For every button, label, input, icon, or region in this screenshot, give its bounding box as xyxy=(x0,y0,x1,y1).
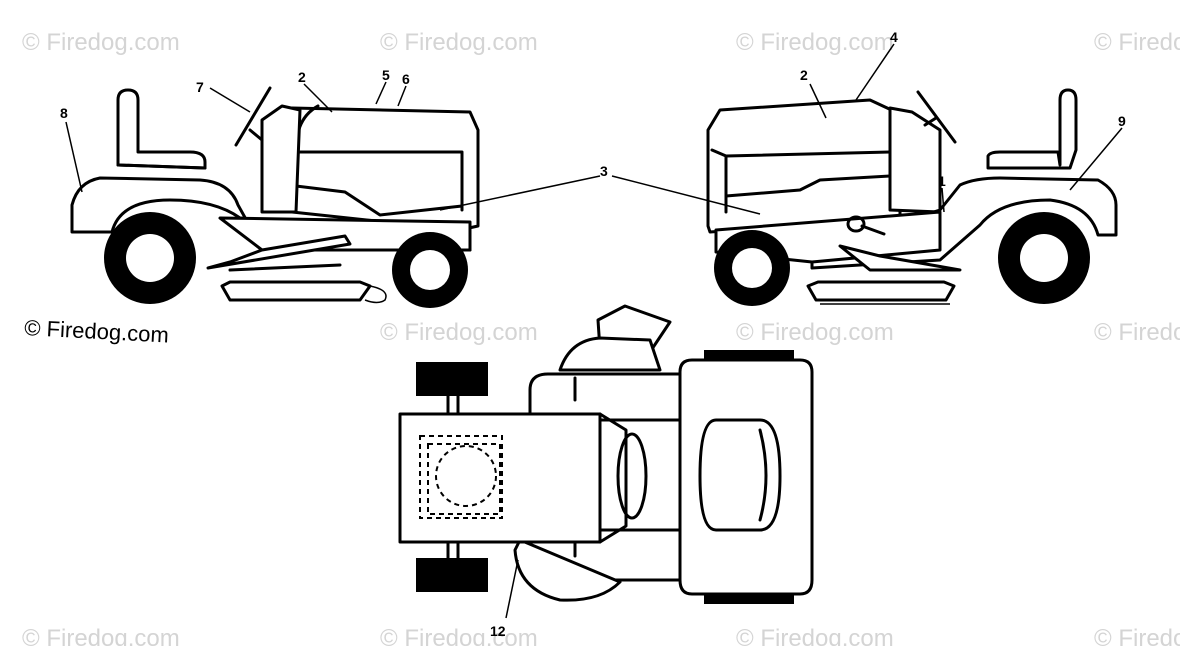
mower-deck xyxy=(220,280,372,302)
callout-8: 8 xyxy=(60,105,68,121)
watermark: © Firedog.com xyxy=(736,29,894,56)
copyright-label: © Firedog.com xyxy=(24,315,170,348)
watermark: © Firedog.com xyxy=(380,29,538,56)
leader-lines xyxy=(65,43,1123,619)
front-tire-bottom xyxy=(416,558,488,592)
tractor-top-view xyxy=(398,304,814,604)
dash xyxy=(260,104,302,214)
callout-6: 6 xyxy=(402,71,410,87)
seat xyxy=(986,88,1078,170)
watermark: © Firedog.com xyxy=(22,625,180,646)
callout-12: 12 xyxy=(490,623,506,639)
footrest xyxy=(206,234,352,270)
watermark: © Firedog.com xyxy=(1094,319,1180,346)
callouts: 8 7 2 5 6 3 2 4 1 9 12 xyxy=(60,29,1126,639)
front-tire-top xyxy=(416,362,488,396)
hood xyxy=(706,98,902,234)
watermark: © Firedog.com xyxy=(22,29,180,56)
watermark: © Firedog.com xyxy=(380,625,538,646)
watermark: © Firedog.com xyxy=(736,319,894,346)
steering-wheel-top xyxy=(616,432,648,520)
hood xyxy=(290,106,480,232)
footrest xyxy=(838,244,962,272)
lift-lever xyxy=(846,215,866,233)
watermark: © Firedog.com xyxy=(1094,625,1180,646)
callout-2: 2 xyxy=(298,69,306,85)
watermark: © Firedog.com xyxy=(1094,29,1180,56)
tractor-right-side-view xyxy=(706,88,1118,306)
callout-5: 5 xyxy=(382,67,390,83)
seat-top xyxy=(698,418,782,532)
callout-3: 3 xyxy=(600,163,608,179)
dash xyxy=(888,106,942,214)
tractor-left-side-view xyxy=(70,86,480,308)
callout-7: 7 xyxy=(196,79,204,95)
callout-2b: 2 xyxy=(800,67,808,83)
callout-1: 1 xyxy=(938,173,946,189)
watermark: © Firedog.com xyxy=(736,625,894,646)
callout-4: 4 xyxy=(890,29,898,45)
watermark: © Firedog.com xyxy=(380,319,538,346)
watermarks: © Firedog.com © Firedog.com © Firedog.co… xyxy=(22,29,1180,646)
steering-wheel xyxy=(234,86,272,147)
mower-deck xyxy=(806,280,956,302)
seat xyxy=(116,88,207,170)
callout-9: 9 xyxy=(1118,113,1126,129)
hood-top xyxy=(398,412,602,544)
